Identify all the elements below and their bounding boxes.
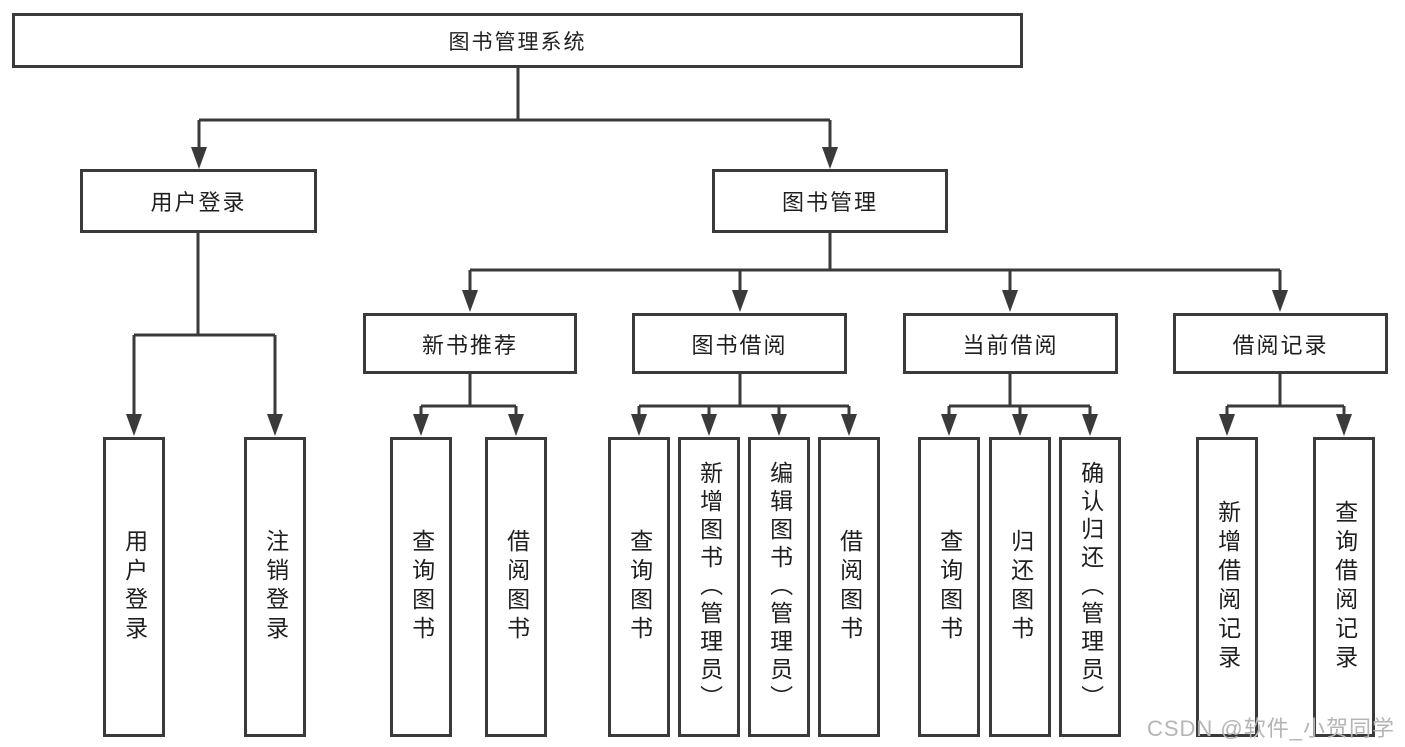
leaf-confirm-return-admin: 确认归还（管理员） [1059, 437, 1121, 737]
csdn-watermark: CSDN @软件_小贺同学 [1146, 716, 1395, 741]
node-user-login-label: 用户登录 [150, 190, 247, 215]
leaf-user-login: 用户登录 [103, 437, 165, 737]
leaf-query-borrow-record-label: 查询借阅记录 [1331, 500, 1358, 674]
leaf-borrow-book-2: 借阅图书 [818, 437, 880, 737]
leaf-logout-label: 注销登录 [262, 529, 289, 645]
connector-borrow-record-to-leaves [1219, 374, 1352, 436]
connector-current-borrow-to-leaves [941, 374, 1098, 436]
connector-book-borrow-to-leaves [631, 374, 857, 436]
leaf-query-book-3-label: 查询图书 [936, 529, 963, 645]
node-root-label: 图书管理系统 [448, 30, 587, 54]
leaf-query-book-3: 查询图书 [918, 437, 980, 737]
connector-book-mgmt-to-level3 [462, 233, 1288, 312]
node-user-login: 用户登录 [80, 169, 317, 233]
leaf-query-book-1: 查询图书 [390, 437, 452, 737]
leaf-borrow-book-1-label: 借阅图书 [503, 529, 530, 645]
node-book-borrow: 图书借阅 [632, 313, 847, 374]
connector-user-login-to-leaves [126, 233, 283, 436]
connector-root-to-level2 [191, 68, 838, 169]
leaf-add-borrow-record-label: 新增借阅记录 [1214, 500, 1241, 674]
node-current-borrow-label: 当前借阅 [962, 332, 1059, 358]
leaf-return-book: 归还图书 [989, 437, 1051, 737]
leaf-confirm-return-admin-label: 确认归还（管理员） [1077, 461, 1104, 713]
leaf-return-book-label: 归还图书 [1007, 529, 1034, 645]
leaf-edit-book-admin-label: 编辑图书（管理员） [766, 461, 793, 713]
leaf-add-book-admin: 新增图书（管理员） [678, 437, 740, 737]
leaf-query-book-1-label: 查询图书 [408, 529, 435, 645]
leaf-logout: 注销登录 [244, 437, 306, 737]
node-book-borrow-label: 图书借阅 [691, 332, 788, 358]
leaf-query-book-2-label: 查询图书 [626, 529, 653, 645]
node-book-mgmt: 图书管理 [712, 169, 948, 233]
node-new-book-rec: 新书推荐 [363, 313, 577, 374]
leaf-edit-book-admin: 编辑图书（管理员） [748, 437, 810, 737]
node-borrow-record: 借阅记录 [1173, 313, 1388, 374]
leaf-borrow-book-2-label: 借阅图书 [836, 529, 863, 645]
node-new-book-rec-label: 新书推荐 [421, 332, 518, 358]
leaf-query-book-2: 查询图书 [608, 437, 670, 737]
leaf-user-login-label: 用户登录 [121, 529, 148, 645]
node-book-mgmt-label: 图书管理 [781, 190, 878, 215]
leaf-query-borrow-record: 查询借阅记录 [1313, 437, 1375, 737]
node-root: 图书管理系统 [12, 13, 1023, 68]
leaf-add-borrow-record: 新增借阅记录 [1196, 437, 1258, 737]
node-current-borrow: 当前借阅 [903, 313, 1118, 374]
connector-new-book-rec-to-leaves [413, 374, 524, 436]
leaf-borrow-book-1: 借阅图书 [485, 437, 547, 737]
node-borrow-record-label: 借阅记录 [1232, 332, 1329, 358]
leaf-add-book-admin-label: 新增图书（管理员） [696, 461, 723, 713]
